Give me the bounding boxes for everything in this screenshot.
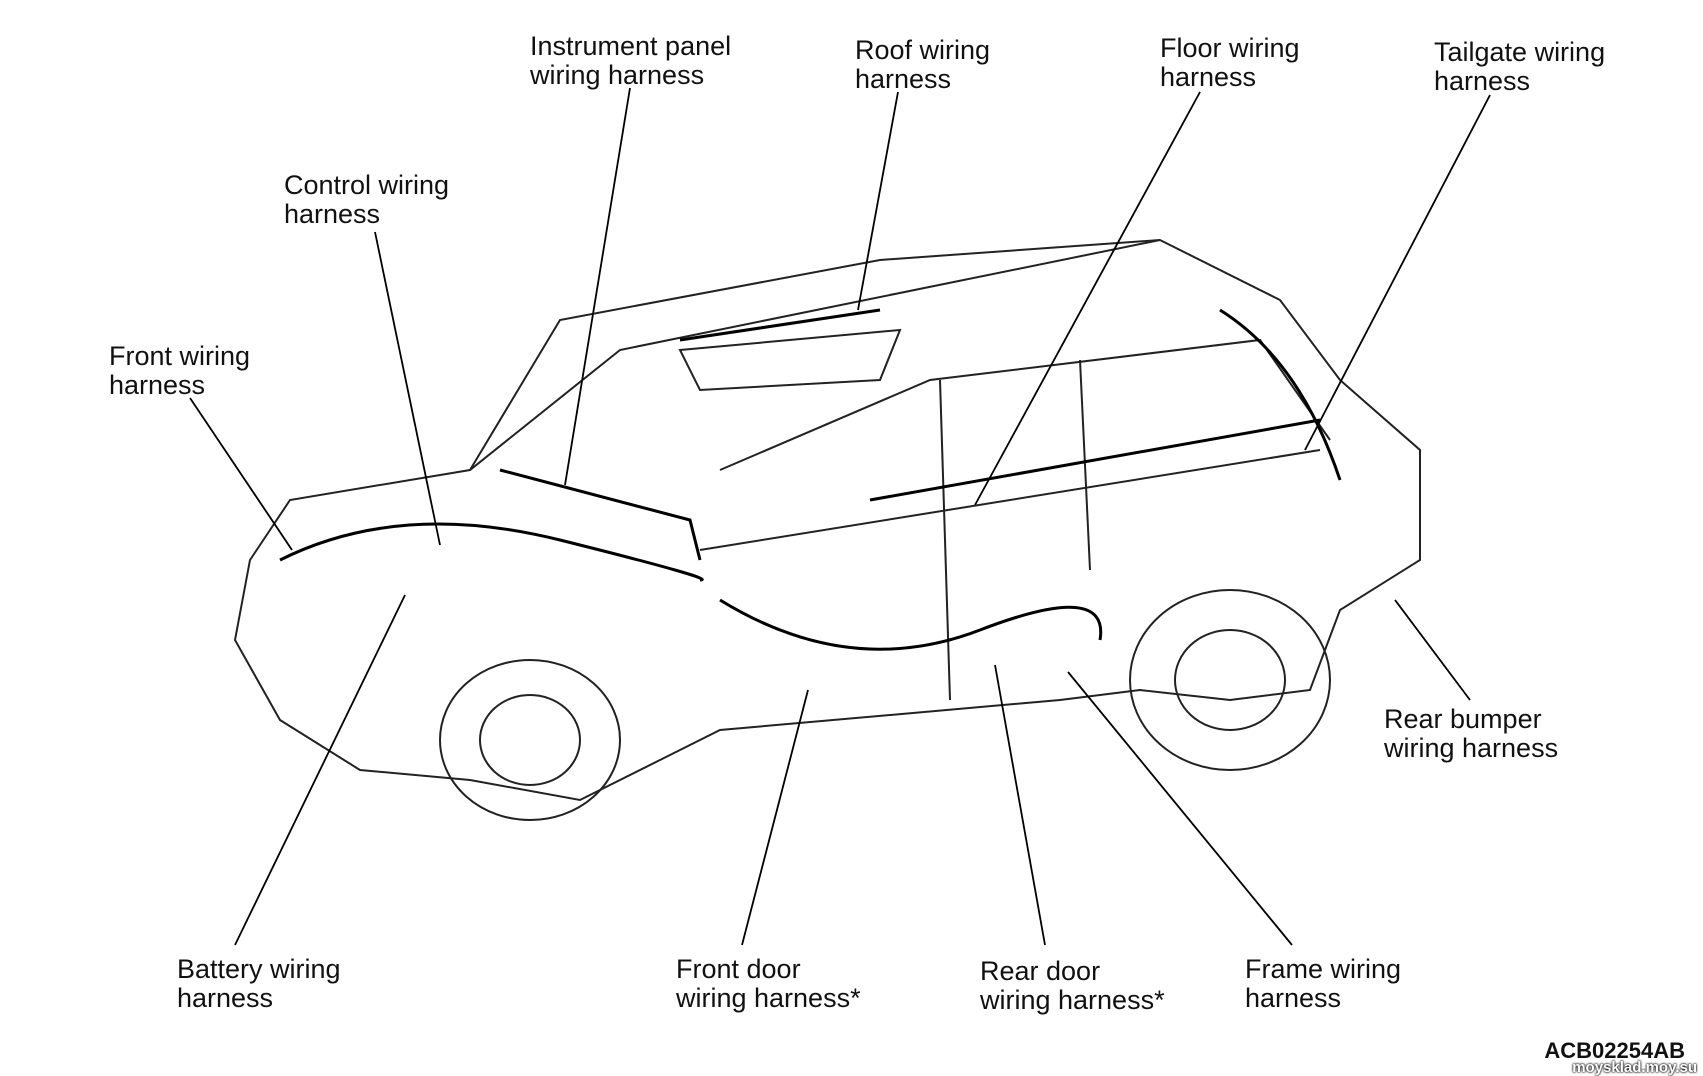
- leader-tailgate: [1304, 94, 1491, 451]
- leader-rear-door: [994, 664, 1046, 946]
- watermark: moysklad.moy.su: [1572, 1059, 1697, 1076]
- leader-battery: [234, 594, 406, 946]
- vehicle-outline: [233, 238, 1421, 821]
- leader-instrument-panel: [564, 87, 631, 486]
- label-front-door-harness: Front door wiring harness*: [676, 954, 861, 1013]
- label-rear-bumper-harness: Rear bumper wiring harness: [1384, 704, 1559, 763]
- leader-control: [374, 231, 441, 546]
- label-instrument-panel-harness: Instrument panel wiring harness: [530, 31, 732, 90]
- label-tailgate-harness: Tailgate wiring harness: [1434, 37, 1606, 96]
- leader-frame: [1067, 671, 1293, 946]
- figure-code: ACB02254AB: [1544, 1038, 1685, 1063]
- label-roof-harness: Roof wiring harness: [855, 35, 991, 94]
- leader-front: [189, 397, 293, 551]
- label-rear-door-harness: Rear door wiring harness*: [980, 956, 1165, 1015]
- leader-front-door: [741, 689, 809, 946]
- wiring-harnesses: [279, 308, 1342, 651]
- label-frame-harness: Frame wiring harness: [1245, 954, 1402, 1013]
- leader-lines: [189, 87, 1491, 946]
- label-front-harness: Front wiring harness: [109, 341, 251, 400]
- label-battery-harness: Battery wiring harness: [177, 954, 341, 1013]
- leader-floor: [974, 91, 1201, 506]
- leader-roof: [857, 91, 899, 311]
- label-control-harness: Control wiring harness: [284, 170, 450, 229]
- leader-rear-bumper: [1394, 599, 1471, 701]
- label-floor-harness: Floor wiring harness: [1160, 33, 1300, 92]
